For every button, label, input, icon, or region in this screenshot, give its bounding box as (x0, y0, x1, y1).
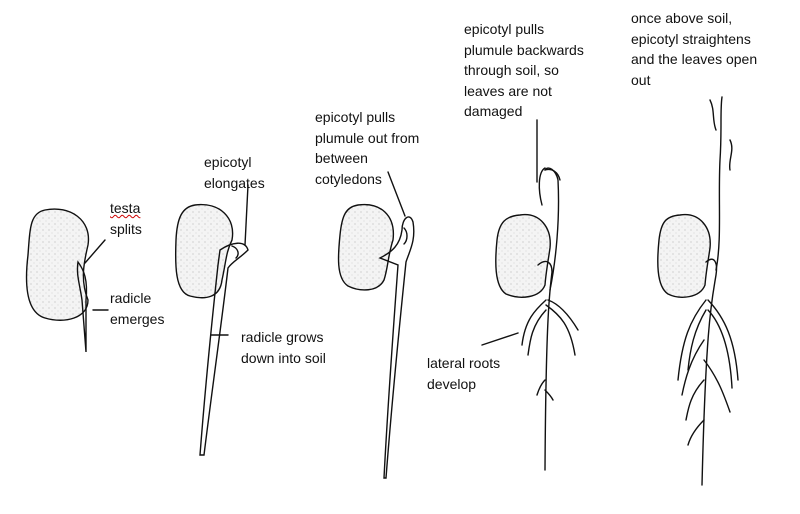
label-line: through soil, so (464, 62, 559, 78)
label-line: radicle (110, 290, 152, 306)
label-line: epicotyl straightens (631, 30, 751, 47)
label-line: once above soil, (631, 10, 733, 26)
seed-stage-1 (25, 208, 109, 353)
label-line: and the leaves open (631, 51, 758, 67)
seed-stage-2 (174, 184, 249, 456)
label-line: emerges (110, 310, 165, 327)
label-line: develop (427, 375, 477, 392)
label-plumule-out: epicotyl pulls plumule out from between … (315, 107, 419, 189)
label-line: epicotyl pulls (315, 109, 396, 125)
label-line: radicle grows (241, 329, 324, 345)
label-radicle-emerges: radicle emerges (110, 288, 164, 329)
label-line: damaged (464, 103, 523, 119)
label-lateral-roots: lateral roots develop (427, 353, 500, 394)
label-line: plumule out from (315, 129, 420, 146)
label-radicle-grows: radicle grows down into soil (241, 327, 326, 368)
seed-stage-5 (657, 96, 739, 486)
label-line: epicotyl pulls (464, 21, 545, 37)
label-line: elongates (204, 174, 265, 191)
label-line: cotyledons (315, 170, 382, 187)
label-line: leaves are not (464, 82, 552, 99)
seed-stage-3 (337, 171, 415, 479)
pointer-line (244, 184, 249, 246)
pointer-line (84, 239, 106, 264)
label-line: down into soil (241, 349, 326, 366)
label-leaves-open: once above soil, epicotyl straightens an… (631, 8, 757, 90)
label-line: splits (110, 220, 142, 237)
label-line: between (315, 150, 368, 166)
label-line: lateral roots (427, 355, 501, 371)
label-line: testa (110, 200, 141, 216)
label-plumule-backwards: epicotyl pulls plumule backwards through… (464, 19, 584, 122)
label-line: out (631, 71, 651, 88)
pointer-line (387, 171, 406, 217)
pointer-line (481, 332, 519, 346)
seed-stage-4 (481, 119, 579, 471)
label-epicotyl-elongates: epicotyl elongates (204, 152, 265, 193)
label-line: plumule backwards (464, 41, 584, 58)
label-line: epicotyl (204, 154, 252, 170)
label-testa-splits: testa splits (110, 198, 142, 239)
